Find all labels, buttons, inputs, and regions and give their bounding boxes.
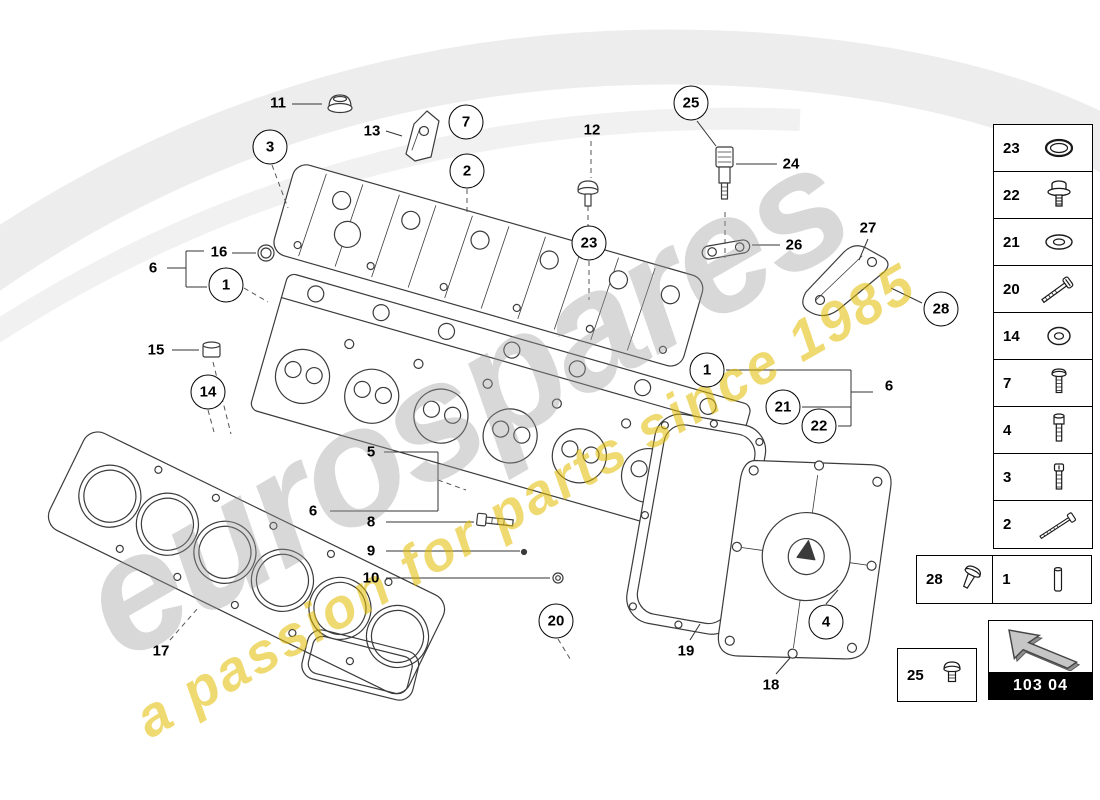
callout-7: 7	[448, 104, 484, 140]
pan-screw-icon	[1026, 363, 1092, 403]
legend-number: 22	[1003, 186, 1020, 204]
legend-number: 4	[1003, 421, 1012, 439]
legend-row-22: 22	[994, 172, 1092, 219]
legend-pair-row: 28 1	[916, 555, 1093, 604]
callout-1: 1	[689, 352, 725, 388]
bolt-part-8	[476, 512, 514, 527]
seal-ring-part-16	[257, 244, 275, 262]
legend-row-28: 28	[916, 555, 994, 604]
callout-5: 5	[366, 443, 376, 461]
callout-25: 25	[673, 85, 709, 121]
callout-21: 21	[765, 389, 801, 425]
legend-row-14: 14	[994, 313, 1092, 360]
callout-1: 1	[208, 267, 244, 303]
flange-bolt-icon	[1026, 175, 1092, 215]
dowel-part-9	[520, 548, 528, 556]
callout-10: 10	[362, 569, 380, 587]
legend-row-3: 3	[994, 454, 1092, 501]
callout-13: 13	[363, 122, 381, 140]
callout-9: 9	[366, 542, 376, 560]
legend-row-21: 21	[994, 219, 1092, 266]
callout-28: 28	[923, 291, 959, 327]
legend-number: 25	[907, 666, 924, 684]
legend-row-4: 4	[994, 407, 1092, 454]
callout-4: 4	[808, 604, 844, 640]
long-screw-icon	[1026, 269, 1092, 309]
legend-row-1: 1	[992, 555, 1093, 604]
socket-screw-icon	[1026, 410, 1092, 450]
swoosh-graphic	[0, 29, 1100, 343]
callout-27: 27	[859, 219, 877, 237]
o-ring-icon	[1026, 128, 1092, 168]
spark-plug-part	[715, 146, 734, 200]
timing-cover-part	[717, 459, 892, 660]
legend-row-25: 25	[897, 648, 977, 702]
callout-3: 3	[252, 129, 288, 165]
callout-6: 6	[884, 377, 894, 395]
callout-23: 23	[571, 225, 607, 261]
bracket-part-13	[405, 110, 440, 162]
callout-20: 20	[538, 603, 574, 639]
callout-18: 18	[762, 676, 780, 694]
long-thin-screw-icon	[1026, 505, 1092, 545]
legend-number: 2	[1003, 516, 1012, 533]
callout-2: 2	[449, 153, 485, 189]
legend-row-7: 7	[994, 360, 1092, 407]
legend-number: 1	[1002, 571, 1011, 588]
valve-cover-part	[273, 164, 704, 367]
legend-row-2: 2	[994, 501, 1092, 548]
legend-row-23: 23	[994, 125, 1092, 172]
leader-lines	[167, 103, 923, 675]
stud-pin-icon	[1025, 560, 1091, 600]
callout-14: 14	[190, 374, 226, 410]
arrow-icon	[989, 621, 1092, 672]
flat-washer-icon	[1026, 316, 1092, 356]
dome-plug-icon	[928, 655, 976, 695]
bracket-part-27	[802, 245, 889, 317]
callout-16: 16	[210, 243, 228, 261]
plug-part-15	[202, 341, 221, 358]
callout-6: 6	[148, 259, 158, 277]
oil-cap-part	[327, 94, 353, 114]
legend-box-25: 25	[897, 648, 977, 702]
washer-icon	[1026, 222, 1092, 262]
legend-number: 3	[1003, 468, 1012, 486]
socket-screw-2-icon	[1026, 457, 1092, 497]
head-gasket-part	[47, 431, 446, 695]
grommet-plug-icon	[945, 560, 993, 600]
callout-15: 15	[147, 341, 165, 359]
legend-number: 23	[1003, 139, 1020, 157]
callout-24: 24	[782, 155, 800, 173]
callout-19: 19	[677, 642, 695, 660]
leader-lines-dashed	[169, 141, 726, 663]
legend-number: 20	[1003, 280, 1020, 298]
cover-gasket-small-part	[301, 629, 420, 701]
callout-26: 26	[785, 236, 803, 254]
page-code-box: 103 04	[988, 620, 1093, 700]
legend-number: 28	[926, 571, 943, 588]
page-code-label: 103 04	[989, 672, 1092, 699]
callout-17: 17	[152, 642, 170, 660]
legend-column: 23 22 21 20 14 7 4 3 2	[993, 124, 1093, 549]
legend-number: 14	[1003, 327, 1020, 345]
legend-number: 21	[1003, 233, 1020, 251]
callout-12: 12	[583, 121, 601, 139]
valve-part-12	[577, 180, 599, 207]
legend-number: 7	[1003, 374, 1012, 392]
callout-8: 8	[366, 513, 376, 531]
callout-6: 6	[308, 502, 318, 520]
callout-22: 22	[801, 408, 837, 444]
legend-row-20: 20	[994, 266, 1092, 313]
callout-11: 11	[270, 94, 286, 112]
nut-part-10	[552, 572, 564, 584]
